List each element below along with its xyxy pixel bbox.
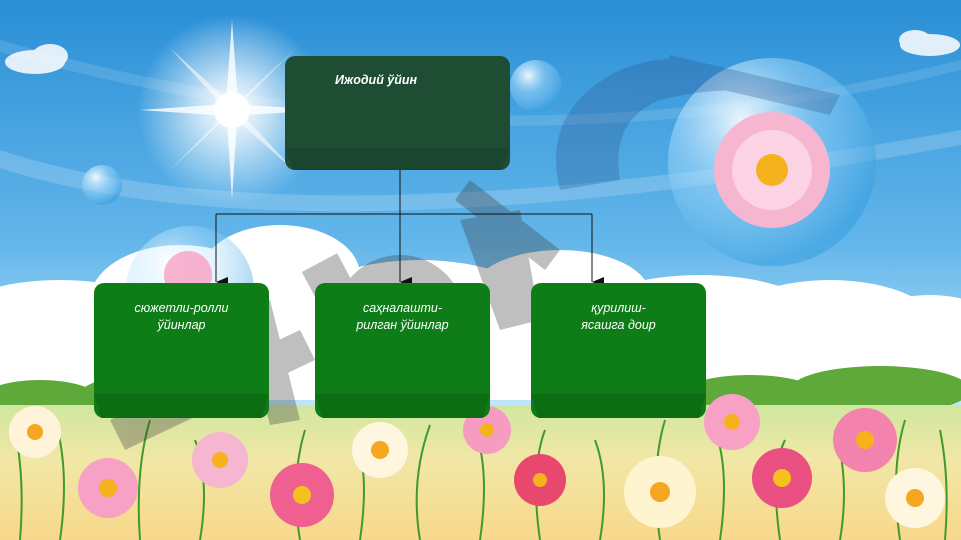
root-node-bevel <box>285 148 510 170</box>
child-node-staged: саҳналашти- рилган ўйинлар <box>315 283 490 418</box>
child-node-label: сюжетли-ролли ўйинлар <box>134 301 229 332</box>
sun-icon <box>137 15 330 205</box>
child-node-label: қурилиш- ясашга доир <box>581 301 656 332</box>
child-node-story-role: сюжетли-ролли ўйинлар <box>94 283 269 418</box>
root-node: Ижодий ўйин <box>285 56 510 170</box>
child-node-label: саҳналашти- рилган ўйинлар <box>356 301 449 332</box>
cloud-icon <box>5 30 960 74</box>
flower-icon <box>9 394 945 528</box>
child-node-bevel <box>94 394 269 418</box>
child-node-construction: қурилиш- ясашга доир <box>531 283 706 418</box>
child-node-bevel <box>315 394 490 418</box>
bubble-icon <box>82 58 876 354</box>
root-node-label: Ижодий ўйин <box>335 73 418 87</box>
child-node-bevel <box>531 394 706 418</box>
